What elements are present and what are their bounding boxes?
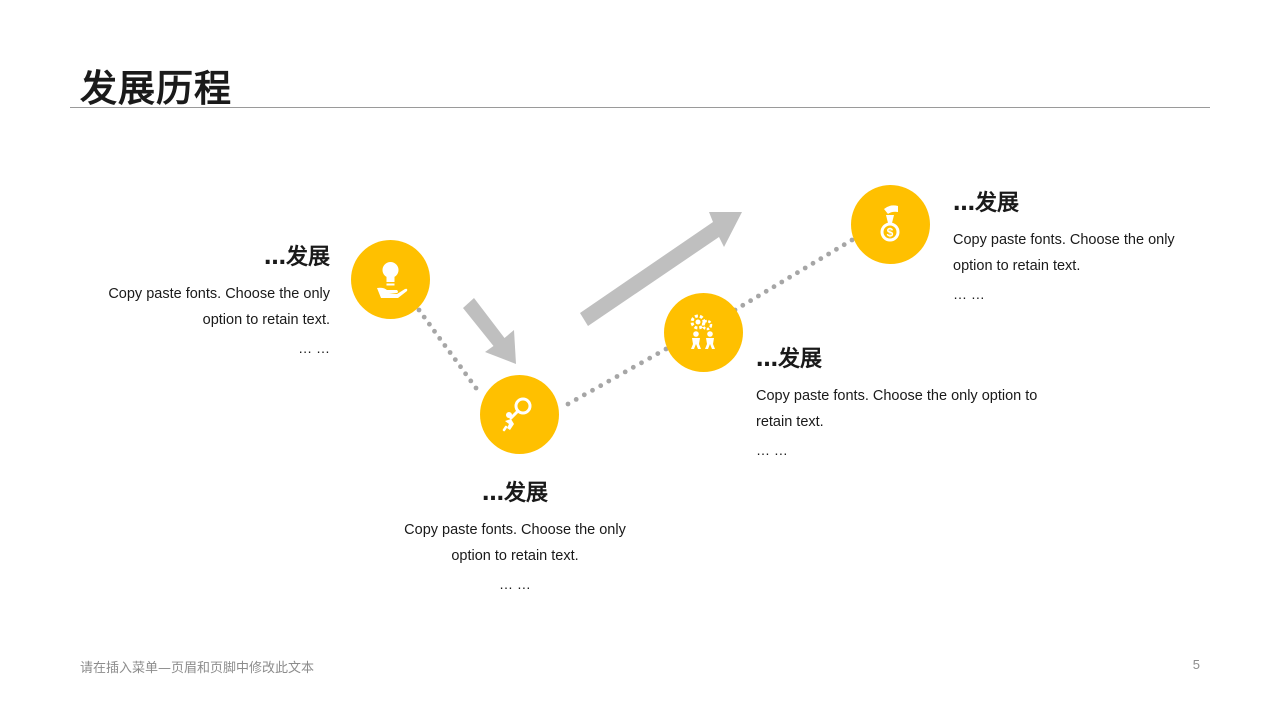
milestone-node-2: [480, 375, 559, 454]
milestone-text-4: …发展 Copy paste fonts. Choose the only op…: [953, 185, 1193, 307]
milestone-heading: …发展: [953, 191, 1020, 216]
milestone-text-1: …发展 Copy paste fonts. Choose the only op…: [90, 239, 330, 361]
connector-dot: [810, 260, 816, 266]
connector-dot: [458, 364, 463, 370]
connector-dot: [630, 364, 636, 370]
hand-coin-icon: $: [880, 205, 900, 242]
connector-dot: [473, 385, 479, 391]
connector-dot: [756, 293, 761, 299]
milestone-heading: …发展: [263, 245, 330, 270]
milestone-node-3: [664, 293, 743, 372]
page-number: 5: [1192, 657, 1200, 672]
connector-dot: [655, 351, 661, 356]
milestone-ellipsis: … …: [499, 576, 531, 592]
connector-dot: [427, 321, 432, 327]
down-arrow: [463, 298, 516, 364]
connector-dot: [647, 355, 653, 361]
milestone-description: Copy paste fonts. Choose the only option…: [404, 522, 626, 564]
connector-dot: [834, 246, 839, 252]
milestone-description: Copy paste fonts. Choose the only option…: [756, 388, 1038, 430]
footer-text: 请在插入菜单—页眉和页脚中修改此文本: [80, 661, 315, 676]
person-magnifier-icon: [502, 397, 532, 432]
milestone-heading: …发展: [756, 347, 823, 372]
connector-dot: [771, 284, 777, 290]
connector-dot: [598, 383, 604, 389]
connector-dot: [421, 314, 427, 320]
connector-dot: [606, 378, 612, 384]
connector-dotted-3: [732, 237, 855, 313]
connector-dot: [437, 336, 443, 341]
connector-dot: [826, 251, 831, 257]
connector-dot: [748, 298, 753, 304]
connector-dot: [416, 307, 422, 313]
slide-title: 发展历程: [80, 67, 232, 110]
milestone-text-3: …发展 Copy paste fonts. Choose the only op…: [756, 341, 1056, 463]
connector-dot: [573, 397, 579, 402]
connector-dot: [565, 401, 571, 407]
connector-dotted-1: [416, 307, 479, 391]
connector-dot: [452, 357, 458, 362]
milestone-ellipsis: … …: [756, 442, 788, 458]
people-gears-icon: [690, 314, 715, 349]
milestone-text-2: …发展 Copy paste fonts. Choose the only op…: [395, 475, 635, 597]
milestone-heading: …发展: [481, 481, 548, 506]
connector-dot: [763, 288, 769, 294]
connector-dotted-2: [565, 346, 669, 407]
connector-dot: [802, 265, 808, 271]
milestone-ellipsis: … …: [953, 286, 985, 302]
connector-dot: [442, 343, 448, 348]
connector-dot: [639, 360, 644, 366]
connector-dot: [432, 328, 437, 334]
connector-dot: [779, 279, 785, 285]
connector-dot: [795, 270, 800, 276]
milestone-description: Copy paste fonts. Choose the only option…: [953, 232, 1175, 274]
connector-dot: [614, 374, 620, 379]
connector-dot: [740, 302, 746, 308]
milestone-node-4: $: [851, 185, 930, 264]
connector-dot: [622, 369, 628, 375]
milestone-ellipsis: … …: [298, 340, 330, 356]
lightbulb-hand-icon: [377, 262, 408, 298]
up-arrow: [580, 212, 742, 326]
connector-dot: [841, 242, 847, 248]
connector-dot: [581, 392, 587, 398]
connector-dot: [787, 274, 792, 280]
connector-dot: [818, 256, 824, 262]
svg-text:$: $: [887, 226, 894, 240]
connector-dot: [468, 378, 474, 384]
milestone-description: Copy paste fonts. Choose the only option…: [108, 286, 330, 328]
milestone-node-1: [351, 240, 430, 319]
connector-dot: [590, 387, 595, 393]
title-divider: [70, 107, 1210, 108]
connector-dot: [447, 350, 453, 355]
connector-dot: [463, 371, 468, 377]
